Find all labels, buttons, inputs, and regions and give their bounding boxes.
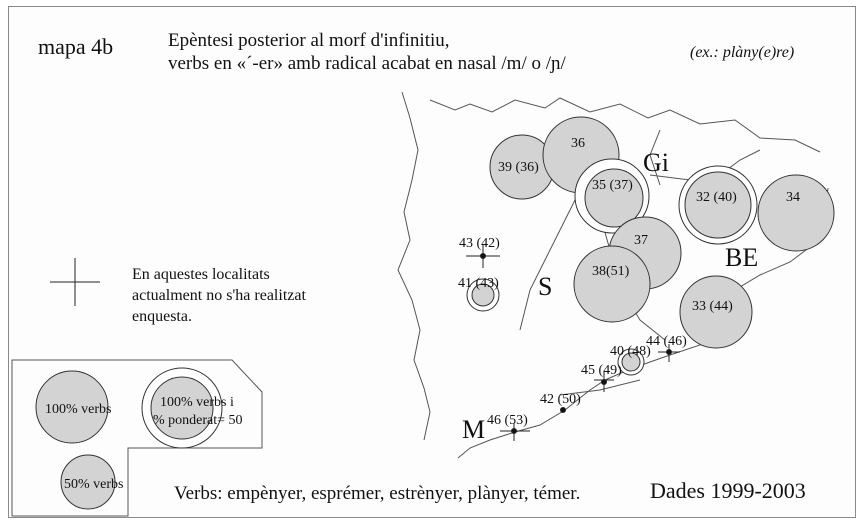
internal-border-3 <box>519 199 576 331</box>
locality-34-label: 34 <box>786 190 800 205</box>
locality-40-label: 40 (48) <box>610 344 651 359</box>
locality-45-dot <box>601 379 607 385</box>
locality-45-label: 45 (49) <box>581 363 622 378</box>
locality-46-dot <box>511 428 517 434</box>
legend-ponderat-label-1: 100% verbs i <box>160 395 234 410</box>
locality-34-circle <box>757 174 835 252</box>
locality-43-label: 43 (42) <box>459 236 500 251</box>
locality-35-circle <box>584 168 644 228</box>
data-years: Dades 1999-2003 <box>650 478 806 503</box>
locality-35-label: 35 (37) <box>592 178 633 193</box>
locality-41-circle <box>471 283 495 307</box>
region-label-gi: Gi <box>643 148 669 177</box>
legend-ponderat-circle <box>150 376 214 440</box>
legend-half-circle <box>60 454 116 510</box>
legend-ponderat-label-2: % ponderat= 50 <box>153 413 243 428</box>
legend-full-label: 100% verbs <box>45 402 112 417</box>
verbs-line: Verbs: empènyer, esprémer, estrènyer, pl… <box>174 483 581 504</box>
region-label-s: S <box>538 272 552 301</box>
legend-cross-text: En aquestes localitats actualment no s'h… <box>132 266 306 325</box>
locality-38-circle <box>573 245 651 323</box>
internal-border-5 <box>559 379 641 396</box>
locality-32-circle <box>684 171 752 239</box>
internal-border-4 <box>649 129 661 186</box>
region-label-be: BE <box>725 243 758 272</box>
locality-44-label: 44 (46) <box>646 334 687 349</box>
map-subtitle-line1: Epèntesi posterior al morf d'infinitiu, <box>168 30 450 51</box>
locality-38-label: 38(51) <box>592 264 630 279</box>
locality-33-circle <box>679 275 753 349</box>
locality-42-dot <box>560 407 566 413</box>
map-title: mapa 4b <box>38 34 114 59</box>
legend-full-circle <box>35 370 109 444</box>
locality-39-label: 39 (36) <box>498 160 539 175</box>
locality-42-label: 42 (50) <box>540 392 581 407</box>
locality-41-label: 41 (43) <box>458 276 499 291</box>
example-text: (ex.: plàny(e)re) <box>690 44 795 61</box>
locality-37-label: 37 <box>634 233 648 248</box>
map-subtitle-line2: verbs en «´-er» amb radical acabat en na… <box>168 53 566 74</box>
locality-33-label: 33 (44) <box>692 299 733 314</box>
locality-36-label: 36 <box>571 136 585 151</box>
locality-43-dot <box>480 253 486 259</box>
legend-half-label: 50% verbs <box>64 477 124 492</box>
locality-40-circle <box>621 352 641 372</box>
northern-border <box>429 97 821 153</box>
legend-box <box>11 359 263 517</box>
locality-32-label: 32 (40) <box>696 190 737 205</box>
western-border <box>397 91 431 441</box>
locality-46-label: 46 (53) <box>487 413 528 428</box>
map-frame <box>8 6 856 518</box>
locality-44-dot <box>666 349 672 355</box>
region-label-m: M <box>462 415 485 444</box>
